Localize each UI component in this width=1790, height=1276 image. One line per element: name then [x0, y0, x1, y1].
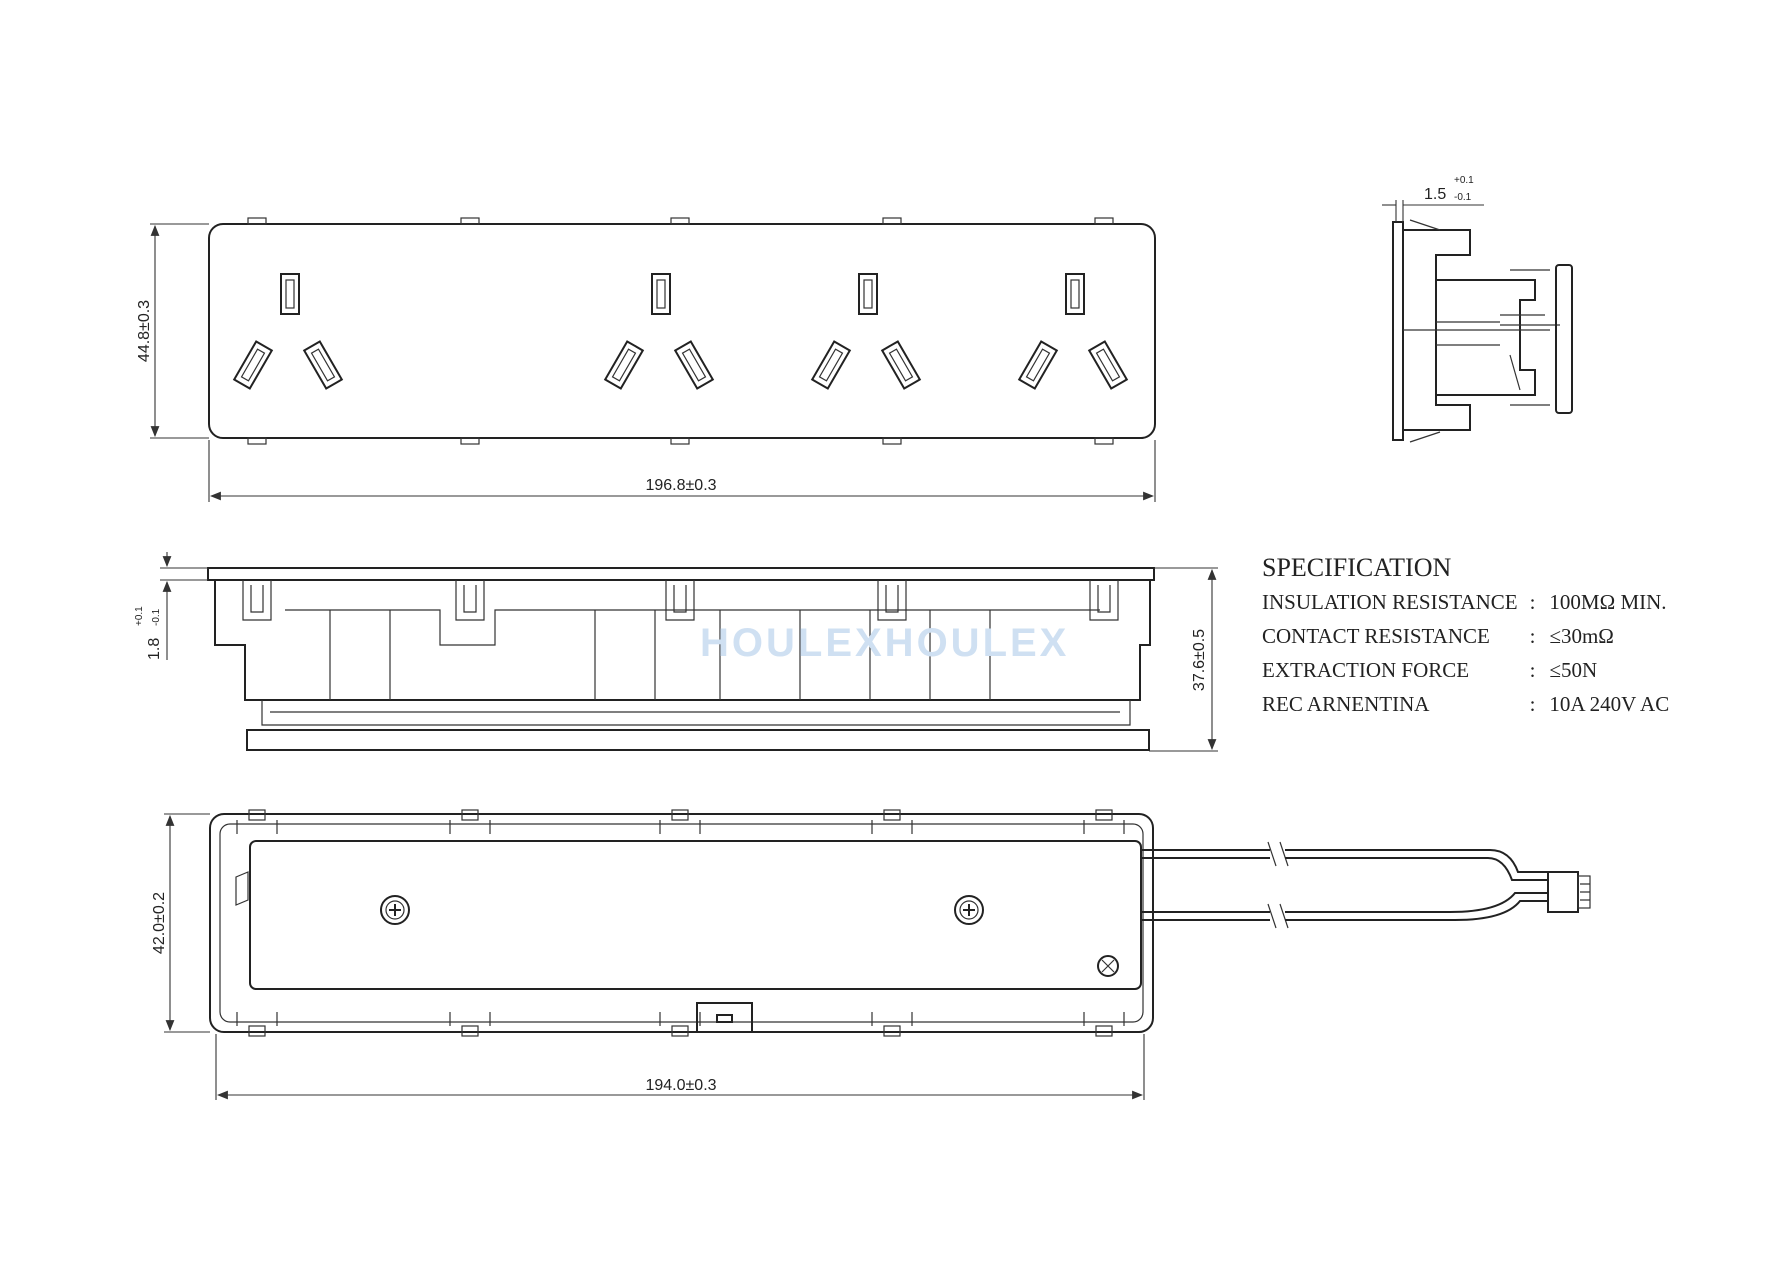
dimension-label: 42.0±0.2 [151, 892, 168, 954]
top-view-outline [208, 223, 1156, 439]
dimension-label: 44.8±0.3 [136, 300, 153, 362]
tolerance-minus: -0.1 [1454, 192, 1472, 203]
watermark: HOULEXHOULEX [700, 621, 1069, 665]
socket-outlet [1017, 273, 1129, 390]
spec-separator: : [1530, 692, 1536, 716]
spring-clip [665, 580, 695, 621]
spec-separator: : [1530, 658, 1536, 682]
dimension-label: 194.0±0.3 [645, 1077, 716, 1094]
spring-clip [877, 580, 907, 621]
socket-outlet [603, 273, 715, 390]
dimension-label: 196.8±0.3 [645, 477, 716, 494]
spec-value: 10A 240V AC [1549, 692, 1669, 716]
spring-clip [455, 580, 485, 621]
dimension-front-height: 37.6±0.5 [1149, 567, 1218, 752]
tolerance-minus: -0.1 [151, 608, 162, 626]
spec-separator: : [1530, 624, 1536, 648]
spec-row: INSULATION RESISTANCE:100MΩ MIN. [1262, 590, 1667, 614]
tolerance-plus: +0.1 [1454, 175, 1474, 186]
spec-separator: : [1530, 590, 1536, 614]
spec-label: REC ARNENTINA [1262, 692, 1430, 716]
ground-terminal-icon [1097, 955, 1119, 977]
socket-outlet [810, 273, 922, 390]
dimension-label: 1.5 [1424, 186, 1446, 203]
dimension-top-height: 44.8±0.3 [136, 223, 209, 439]
socket-outlet [232, 273, 344, 390]
dimension-label: 1.8 [146, 638, 163, 660]
spring-clips [242, 580, 1119, 621]
bottom-cover-plate [249, 840, 1142, 990]
dimension-label: 37.6±0.5 [1191, 629, 1208, 691]
screw-icon [954, 895, 984, 925]
spec-label: CONTACT RESISTANCE [1262, 624, 1490, 648]
bottom-view: 42.0±0.2 194.0±0.3 [151, 809, 1591, 1100]
dimension-flange: 1.8 +0.1 -0.1 [134, 552, 208, 660]
top-view: 44.8±0.3 196.8±0.3 [136, 217, 1156, 502]
spec-label: INSULATION RESISTANCE [1262, 590, 1518, 614]
specification-block: SPECIFICATION INSULATION RESISTANCE:100M… [1262, 553, 1669, 716]
spec-value: ≤50N [1549, 658, 1597, 682]
screw-icon [380, 895, 410, 925]
side-view: 1.5 +0.1 -0.1 [1382, 175, 1573, 443]
spec-row: EXTRACTION FORCE: ≤50N [1262, 658, 1597, 682]
dimension-bottom-height: 42.0±0.2 [151, 813, 210, 1033]
dimension-side-depth: 1.5 +0.1 -0.1 [1382, 175, 1484, 222]
mounting-tabs [247, 217, 1114, 445]
spec-label: EXTRACTION FORCE [1262, 658, 1469, 682]
connector-icon [1547, 871, 1579, 913]
spring-clip [242, 580, 272, 621]
specification-title: SPECIFICATION [1262, 553, 1451, 582]
tolerance-plus: +0.1 [134, 606, 145, 626]
spec-row: CONTACT RESISTANCE: ≤30mΩ [1262, 624, 1614, 648]
spring-clip [1089, 580, 1119, 621]
spec-row: REC ARNENTINA:10A 240V AC [1262, 692, 1669, 716]
dimension-bottom-width: 194.0±0.3 [215, 1034, 1145, 1100]
dimension-top-width: 196.8±0.3 [208, 440, 1156, 502]
spec-value: 100MΩ MIN. [1549, 590, 1666, 614]
spec-value: ≤30mΩ [1549, 624, 1613, 648]
wire-harness [1141, 841, 1591, 929]
socket-group [232, 273, 1129, 390]
front-view: HOULEXHOULEX 1.8 +0.1 -0.1 37.6±0.5 [134, 552, 1218, 752]
